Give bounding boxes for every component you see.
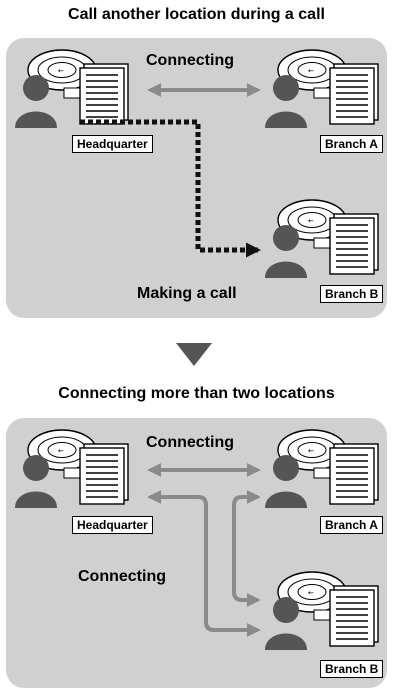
s2-branch-a-station-icon xyxy=(264,429,379,509)
section2-title: Connecting more than two locations xyxy=(58,385,335,402)
s2-connecting-label-top: Connecting xyxy=(146,434,234,451)
s1-branch-b-label: Branch B xyxy=(320,285,384,303)
section1-title: Call another location during a call xyxy=(68,6,325,23)
s2-connecting-label-left: Connecting xyxy=(78,568,166,585)
s1-hq-station-icon xyxy=(14,49,129,129)
s1-branch-a-station-icon xyxy=(264,49,379,129)
s1-hq-label: Headquarter xyxy=(72,135,153,153)
s1-dialing-arrow xyxy=(80,119,261,258)
s2-hq-branch-b-arrow xyxy=(147,490,261,637)
s2-branch-b-station-icon xyxy=(264,571,379,651)
down-arrow-icon xyxy=(176,343,212,366)
s1-connecting-label: Connecting xyxy=(146,52,234,69)
s2-branch-a-label: Branch A xyxy=(320,516,383,534)
s1-branch-b-station-icon xyxy=(264,199,379,279)
s2-hq-label: Headquarter xyxy=(72,516,153,534)
s2-hq-station-icon xyxy=(14,429,129,509)
s1-branch-a-label: Branch A xyxy=(320,135,383,153)
s2-branch-a-branch-b-arrow xyxy=(232,490,261,607)
s1-making-call-label: Making a call xyxy=(137,285,237,302)
s2-branch-b-label: Branch B xyxy=(320,660,384,678)
